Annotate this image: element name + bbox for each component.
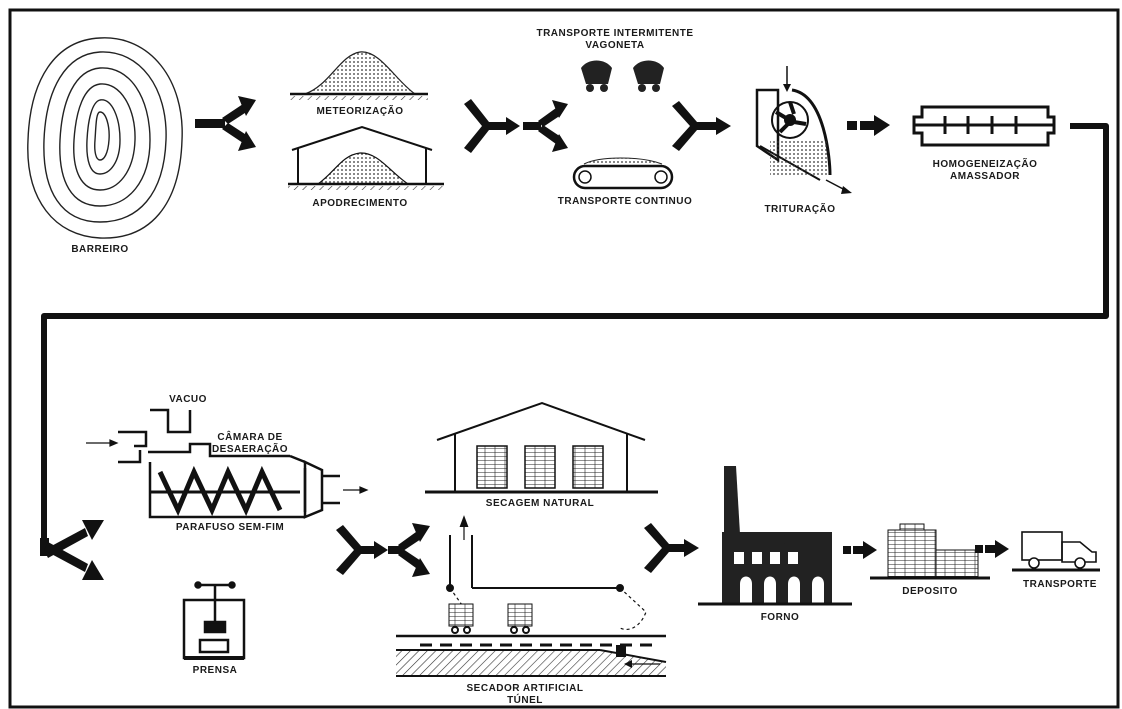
outer-border xyxy=(8,8,1120,709)
label-desaeracao: DESAERAÇÃO xyxy=(211,444,289,455)
merge-arrow-icon xyxy=(672,101,731,151)
split-arrow-icon xyxy=(388,523,430,577)
label-camara: CÂMARA DE xyxy=(217,432,283,443)
label-secagem-natural: SECAGEM NATURAL xyxy=(485,498,595,509)
secagem-natural-icon xyxy=(425,401,658,494)
label-secador-artificial: SECADOR ARTIFICIAL xyxy=(466,683,584,694)
label-tunel: TÚNEL xyxy=(507,695,543,706)
apodrecimento-icon xyxy=(288,125,444,190)
merge-arrow-icon xyxy=(644,523,699,573)
label-deposito: DEPOSITO xyxy=(902,586,958,597)
transporte-continuo-icon xyxy=(572,157,674,190)
label-vacuo: VACUO xyxy=(169,394,207,405)
flow-arrow-icon xyxy=(975,540,1009,558)
parafuso-icon xyxy=(118,408,340,519)
deposito-icon xyxy=(870,523,990,580)
flow-arrow-icon xyxy=(847,115,890,136)
label-parafuso: PARAFUSO SEM-FIM xyxy=(175,522,285,533)
truck-icon xyxy=(1012,531,1100,572)
label-prensa: PRENSA xyxy=(192,665,238,676)
merge-arrow-icon xyxy=(336,525,388,575)
label-forno: FORNO xyxy=(760,612,800,623)
label-meteorizacao: METEORIZAÇÃO xyxy=(316,106,404,117)
label-transporte-intermitente: TRANSPORTE INTERMITENTE xyxy=(536,28,694,39)
split-arrow-icon xyxy=(40,520,104,580)
flow-arrow-icon xyxy=(843,541,877,559)
trituracao-icon xyxy=(755,66,852,194)
amassador-icon xyxy=(912,105,1056,147)
label-homogeneizacao: HOMOGENEIZAÇÃO xyxy=(932,159,1038,170)
label-trituracao: TRITURAÇÃO xyxy=(764,204,836,215)
secador-artificial-icon xyxy=(396,515,667,677)
flow-connector xyxy=(41,123,1109,540)
barreiro-icon xyxy=(27,37,183,239)
prensa-icon xyxy=(182,581,246,660)
label-barreiro: BARREIRO xyxy=(71,244,129,255)
label-apodrecimento: APODRECIMENTO xyxy=(312,198,408,209)
label-transporte-continuo: TRANSPORTE CONTINUO xyxy=(557,196,693,207)
label-amassador: AMASSADOR xyxy=(949,171,1021,182)
merge-arrow-icon xyxy=(464,99,520,153)
split-arrow-icon xyxy=(523,100,568,152)
vagoneta-icon xyxy=(581,60,664,92)
flow-arrow-icon xyxy=(86,439,369,494)
forno-icon xyxy=(698,466,852,606)
label-transporte: TRANSPORTE xyxy=(1023,579,1097,590)
meteorizacao-icon xyxy=(290,51,428,100)
split-arrow-icon xyxy=(195,96,256,151)
label-vagoneta: VAGONETA xyxy=(585,40,645,51)
